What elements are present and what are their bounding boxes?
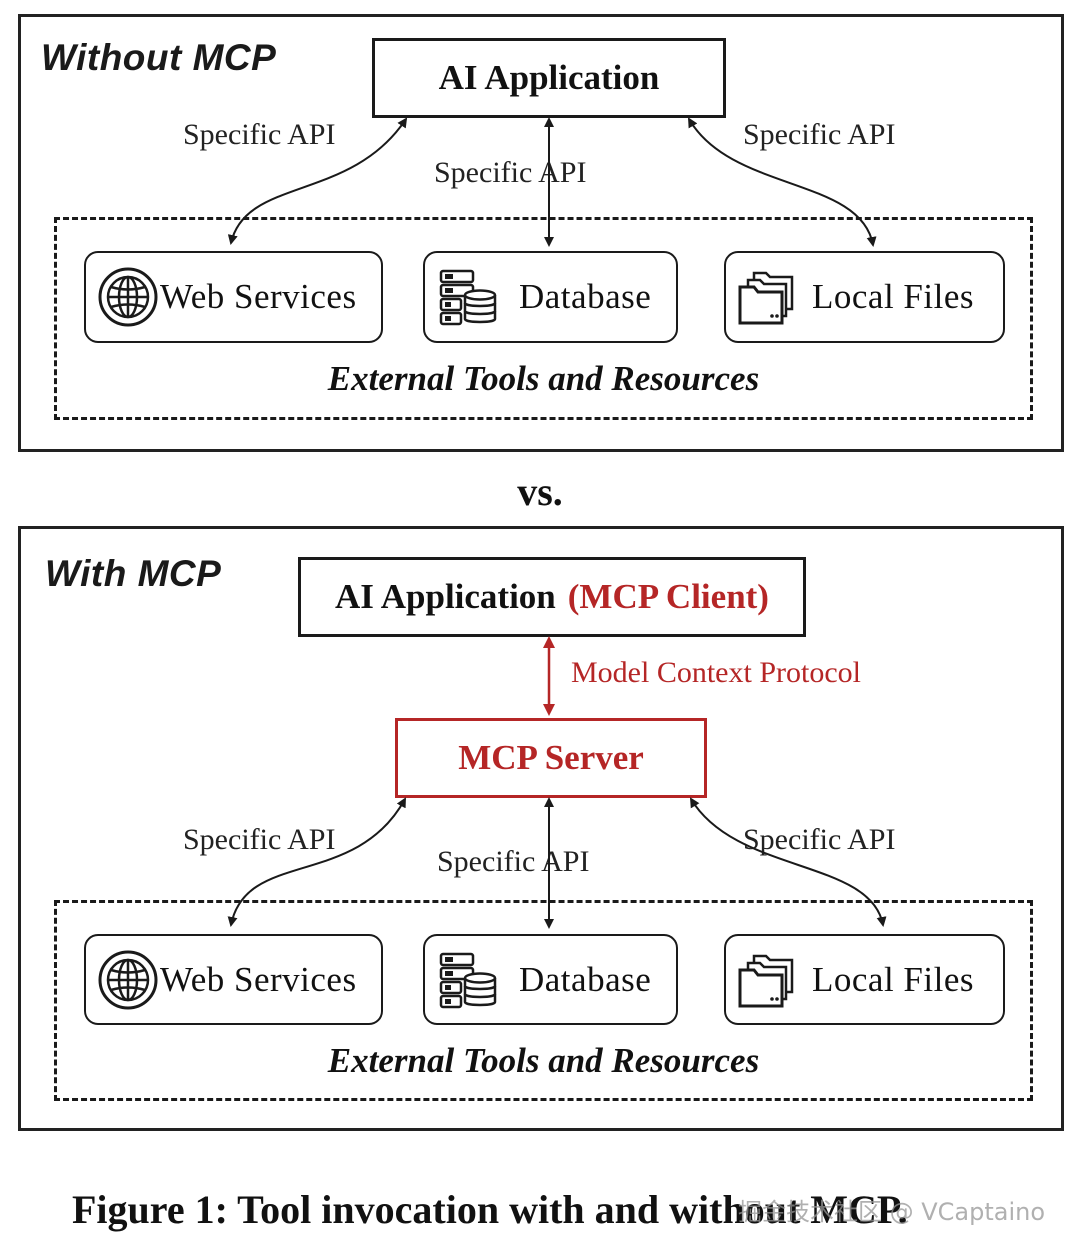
globe-icon (98, 950, 158, 1009)
ai-application-label: AI Application (438, 58, 660, 97)
arrow-left (227, 797, 406, 927)
protocol-label: Model Context Protocol (571, 656, 861, 689)
local-files-box: Local Files (724, 934, 1005, 1025)
ai-application-box: AI Application (372, 38, 726, 118)
mcp-server-box: MCP Server (395, 718, 707, 798)
web-services-box: Web Services (84, 251, 383, 343)
connector-arrows (227, 117, 877, 247)
database-label: Database (519, 959, 652, 999)
without-mcp-panel: Without MCP AI Application Specific API … (18, 14, 1064, 452)
database-box: Database (423, 251, 678, 343)
folders-icon (738, 271, 794, 325)
web-services-label: Web Services (160, 959, 357, 999)
database-server-icon (439, 269, 497, 326)
external-tools-caption: External Tools and Resources (327, 1041, 760, 1080)
database-label: Database (519, 277, 652, 316)
local-files-box: Local Files (724, 251, 1005, 343)
watermark: 掘金技术社区 @ VCaptaino (738, 1198, 1046, 1226)
web-services-box: Web Services (84, 934, 383, 1025)
local-files-label: Local Files (812, 277, 974, 316)
external-tools-caption: External Tools and Resources (327, 359, 760, 398)
web-services-label: Web Services (160, 277, 357, 316)
ai-application-client-box: AI Application (MCP Client) (298, 557, 806, 637)
globe-icon (98, 267, 158, 327)
ai-application-label: AI Application (335, 577, 556, 616)
external-tools-group: Web Services Database (54, 900, 1033, 1101)
mcp-client-label: (MCP Client) (567, 577, 769, 616)
mcp-server-label: MCP Server (458, 738, 644, 777)
arrow-right (689, 797, 887, 927)
database-box: Database (423, 934, 678, 1025)
database-server-icon (439, 952, 497, 1008)
panel-title: With MCP (45, 553, 222, 594)
local-files-label: Local Files (812, 959, 974, 999)
api-label-center: Specific API (437, 845, 590, 878)
arrow-right (688, 117, 877, 247)
connector-arrows (227, 636, 887, 929)
panel-title: Without MCP (41, 37, 277, 78)
with-mcp-panel: With MCP AI Application (MCP Client) Mod… (18, 526, 1064, 1131)
arrow-left (227, 117, 408, 245)
external-tools-group: Web Services Database (54, 217, 1033, 420)
api-label-center: Specific API (434, 156, 587, 189)
folders-icon (738, 954, 794, 1007)
figure-caption: Figure 1: Tool invocation with and witho… (72, 1187, 908, 1232)
vs-separator: vs. (517, 469, 563, 514)
